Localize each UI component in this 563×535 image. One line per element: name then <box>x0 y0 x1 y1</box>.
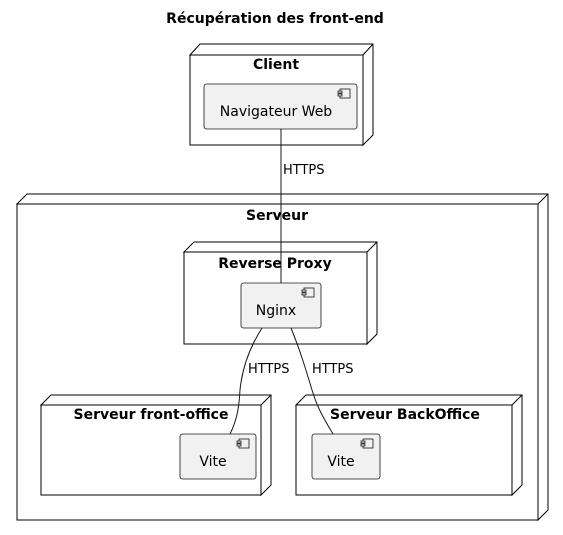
navigateur-web-component: Navigateur Web <box>203 83 358 130</box>
nginx-label: Nginx <box>256 303 296 319</box>
navigateur-web-label: Navigateur Web <box>220 104 333 120</box>
edge-proxy-front: HTTPS <box>229 327 290 435</box>
edge-proxy-back: HTTPS <box>290 327 354 435</box>
edge-client-proxy-label: HTTPS <box>283 163 325 178</box>
front-office-node: Serveur front-office <box>39 394 272 497</box>
edge-proxy-front-label: HTTPS <box>248 362 290 377</box>
vite-front-label: Vite <box>199 454 226 470</box>
nginx-component: Nginx <box>240 282 322 329</box>
component-icon <box>236 438 250 449</box>
edge-proxy-back-label: HTTPS <box>312 362 354 377</box>
front-office-node-label: Serveur front-office <box>74 407 229 423</box>
edge-client-proxy: HTTPS <box>280 129 325 283</box>
component-icon <box>337 88 351 99</box>
vite-back-component: Vite <box>311 433 381 480</box>
reverse-proxy-node-label: Reverse Proxy <box>218 256 331 272</box>
component-icon <box>360 438 374 449</box>
vite-back-label: Vite <box>327 454 354 470</box>
backoffice-node-label: Serveur BackOffice <box>330 407 480 423</box>
serveur-node-label: Serveur <box>246 208 308 224</box>
client-node-label: Client <box>253 57 299 73</box>
vite-front-component: Vite <box>179 433 257 480</box>
component-icon <box>301 287 315 298</box>
diagram-title: Récupération des front-end <box>166 11 384 27</box>
